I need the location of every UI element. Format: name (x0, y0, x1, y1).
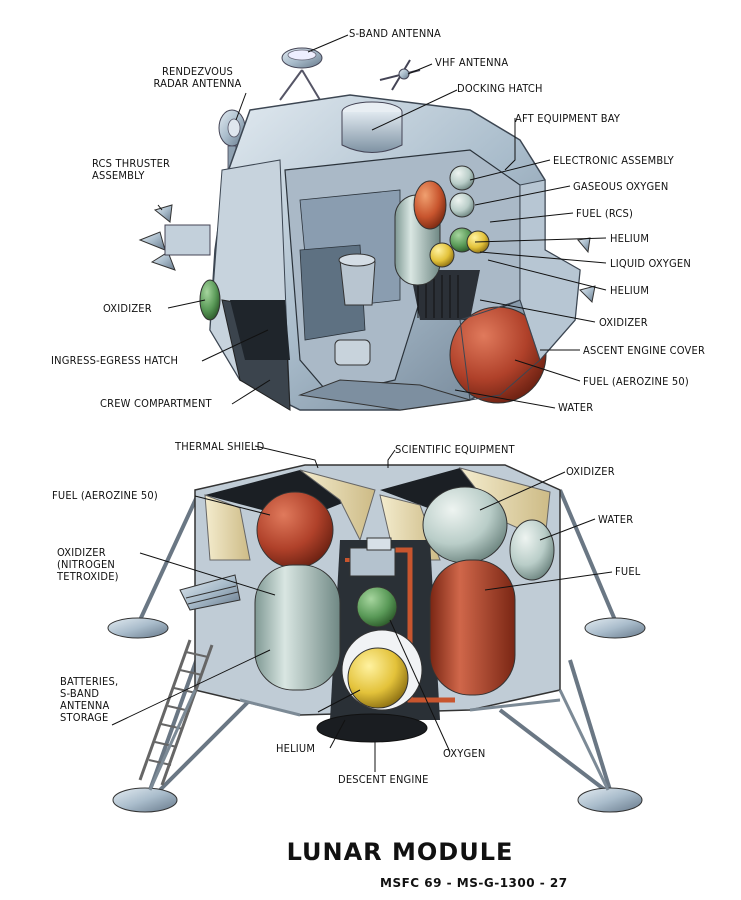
label-descent-engine: DESCENT ENGINE (338, 773, 429, 786)
label-ascent-engine-cover: ASCENT ENGINE COVER (583, 344, 706, 357)
label-oxidizer-descent: OXIDIZER (566, 465, 615, 478)
descent-engine-bell (316, 713, 428, 743)
descent-stage (107, 464, 646, 813)
label-aft-equipment-bay: AFT EQUIPMENT BAY (515, 112, 621, 125)
label-rcs-thruster-assembly: RCS THRUSTER ASSEMBLY (92, 157, 171, 182)
label-fuel-descent: FUEL (615, 565, 641, 578)
document-code: MSFC 69 - MS-G-1300 - 27 (380, 876, 568, 890)
porch-and-ladder (138, 574, 241, 786)
label-gaseous-oxygen: GASEOUS OXYGEN (573, 180, 669, 193)
label-thermal-shield: THERMAL SHIELD (175, 440, 265, 453)
descent-oxidizer-tank-front (254, 564, 341, 691)
label-batteries-s-band-antenna-storage: BATTERIES, S-BAND ANTENNA STORAGE (60, 675, 119, 724)
label-rendezvous-radar-antenna: RENDEZVOUS RADAR ANTENNA (153, 65, 242, 90)
label-crew-compartment: CREW COMPARTMENT (100, 397, 212, 410)
landing-gear (138, 489, 617, 792)
descent-oxidizer-tank-rear (422, 486, 508, 564)
label-s-band-antenna: S-BAND ANTENNA (349, 27, 442, 40)
label-water-ascent: WATER (558, 401, 594, 414)
descent-fuel-tank-front (429, 559, 516, 696)
rcs-thruster-right (577, 237, 596, 304)
label-oxidizer-left: OXIDIZER (103, 302, 152, 315)
page-title: LUNAR MODULE (286, 838, 514, 866)
rcs-thruster-left (138, 204, 211, 271)
label-scientific-equipment: SCIENTIFIC EQUIPMENT (395, 443, 515, 456)
footpad-left-rear (107, 617, 169, 639)
label-docking-hatch: DOCKING HATCH (457, 82, 543, 95)
descent-helium-tank (347, 647, 409, 709)
label-oxygen-descent: OXYGEN (443, 747, 486, 760)
label-water-descent: WATER (598, 513, 634, 526)
label-liquid-oxygen: LIQUID OXYGEN (610, 257, 691, 270)
descent-water-tank (509, 519, 555, 581)
vhf-antenna (379, 59, 421, 91)
label-helium-1: HELIUM (610, 232, 650, 245)
descent-oxygen-tank (356, 586, 398, 628)
descent-fuel-tank-rear (256, 491, 334, 569)
label-fuel-aerozine-descent: FUEL (AEROZINE 50) (52, 489, 158, 502)
label-electronic-assembly: ELECTRONIC ASSEMBLY (553, 154, 674, 167)
label-helium-descent: HELIUM (276, 742, 316, 755)
footpad-right-rear (584, 617, 646, 639)
label-vhf-antenna: VHF ANTENNA (435, 56, 509, 69)
label-oxidizer-right: OXIDIZER (599, 316, 648, 329)
label-fuel-aerozine-ascent: FUEL (AEROZINE 50) (583, 375, 689, 388)
footpad-right-front (577, 787, 643, 813)
footpad-left-front (112, 787, 178, 813)
label-fuel-rcs: FUEL (RCS) (576, 207, 634, 220)
label-helium-2: HELIUM (610, 284, 650, 297)
label-ingress-egress-hatch: INGRESS-EGRESS HATCH (51, 354, 179, 367)
label-oxidizer-nitrogen-tetroxide: OXIDIZER (NITROGEN TETROXIDE) (57, 546, 119, 583)
s-band-antenna-dish (279, 47, 323, 101)
leader-lines (111, 34, 613, 772)
ascent-stage (138, 47, 596, 411)
